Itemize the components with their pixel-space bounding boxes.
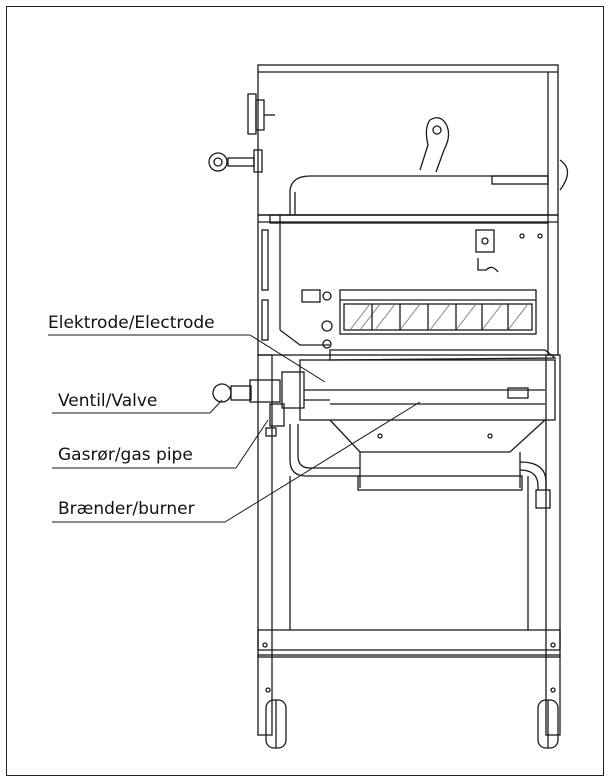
- leader-lines: [48, 334, 421, 523]
- wheels: [265, 699, 559, 749]
- valve-assembly: [212, 371, 330, 437]
- cabinet: [257, 214, 559, 356]
- drawing-frame: [6, 6, 604, 776]
- burner-label: Brænder/burner: [58, 499, 195, 519]
- spit-hook: [419, 117, 450, 173]
- gas-pipe-label: Gasrør/gas pipe: [58, 445, 193, 465]
- gas-pipe: [289, 424, 551, 509]
- side-handle: [208, 93, 275, 173]
- stand: [257, 354, 561, 736]
- grate: [301, 289, 537, 349]
- electrode-label: Elektrode/Electrode: [48, 313, 215, 333]
- hood: [257, 64, 569, 216]
- valve-label: Ventil/Valve: [58, 391, 158, 411]
- burner-tray: [299, 349, 557, 491]
